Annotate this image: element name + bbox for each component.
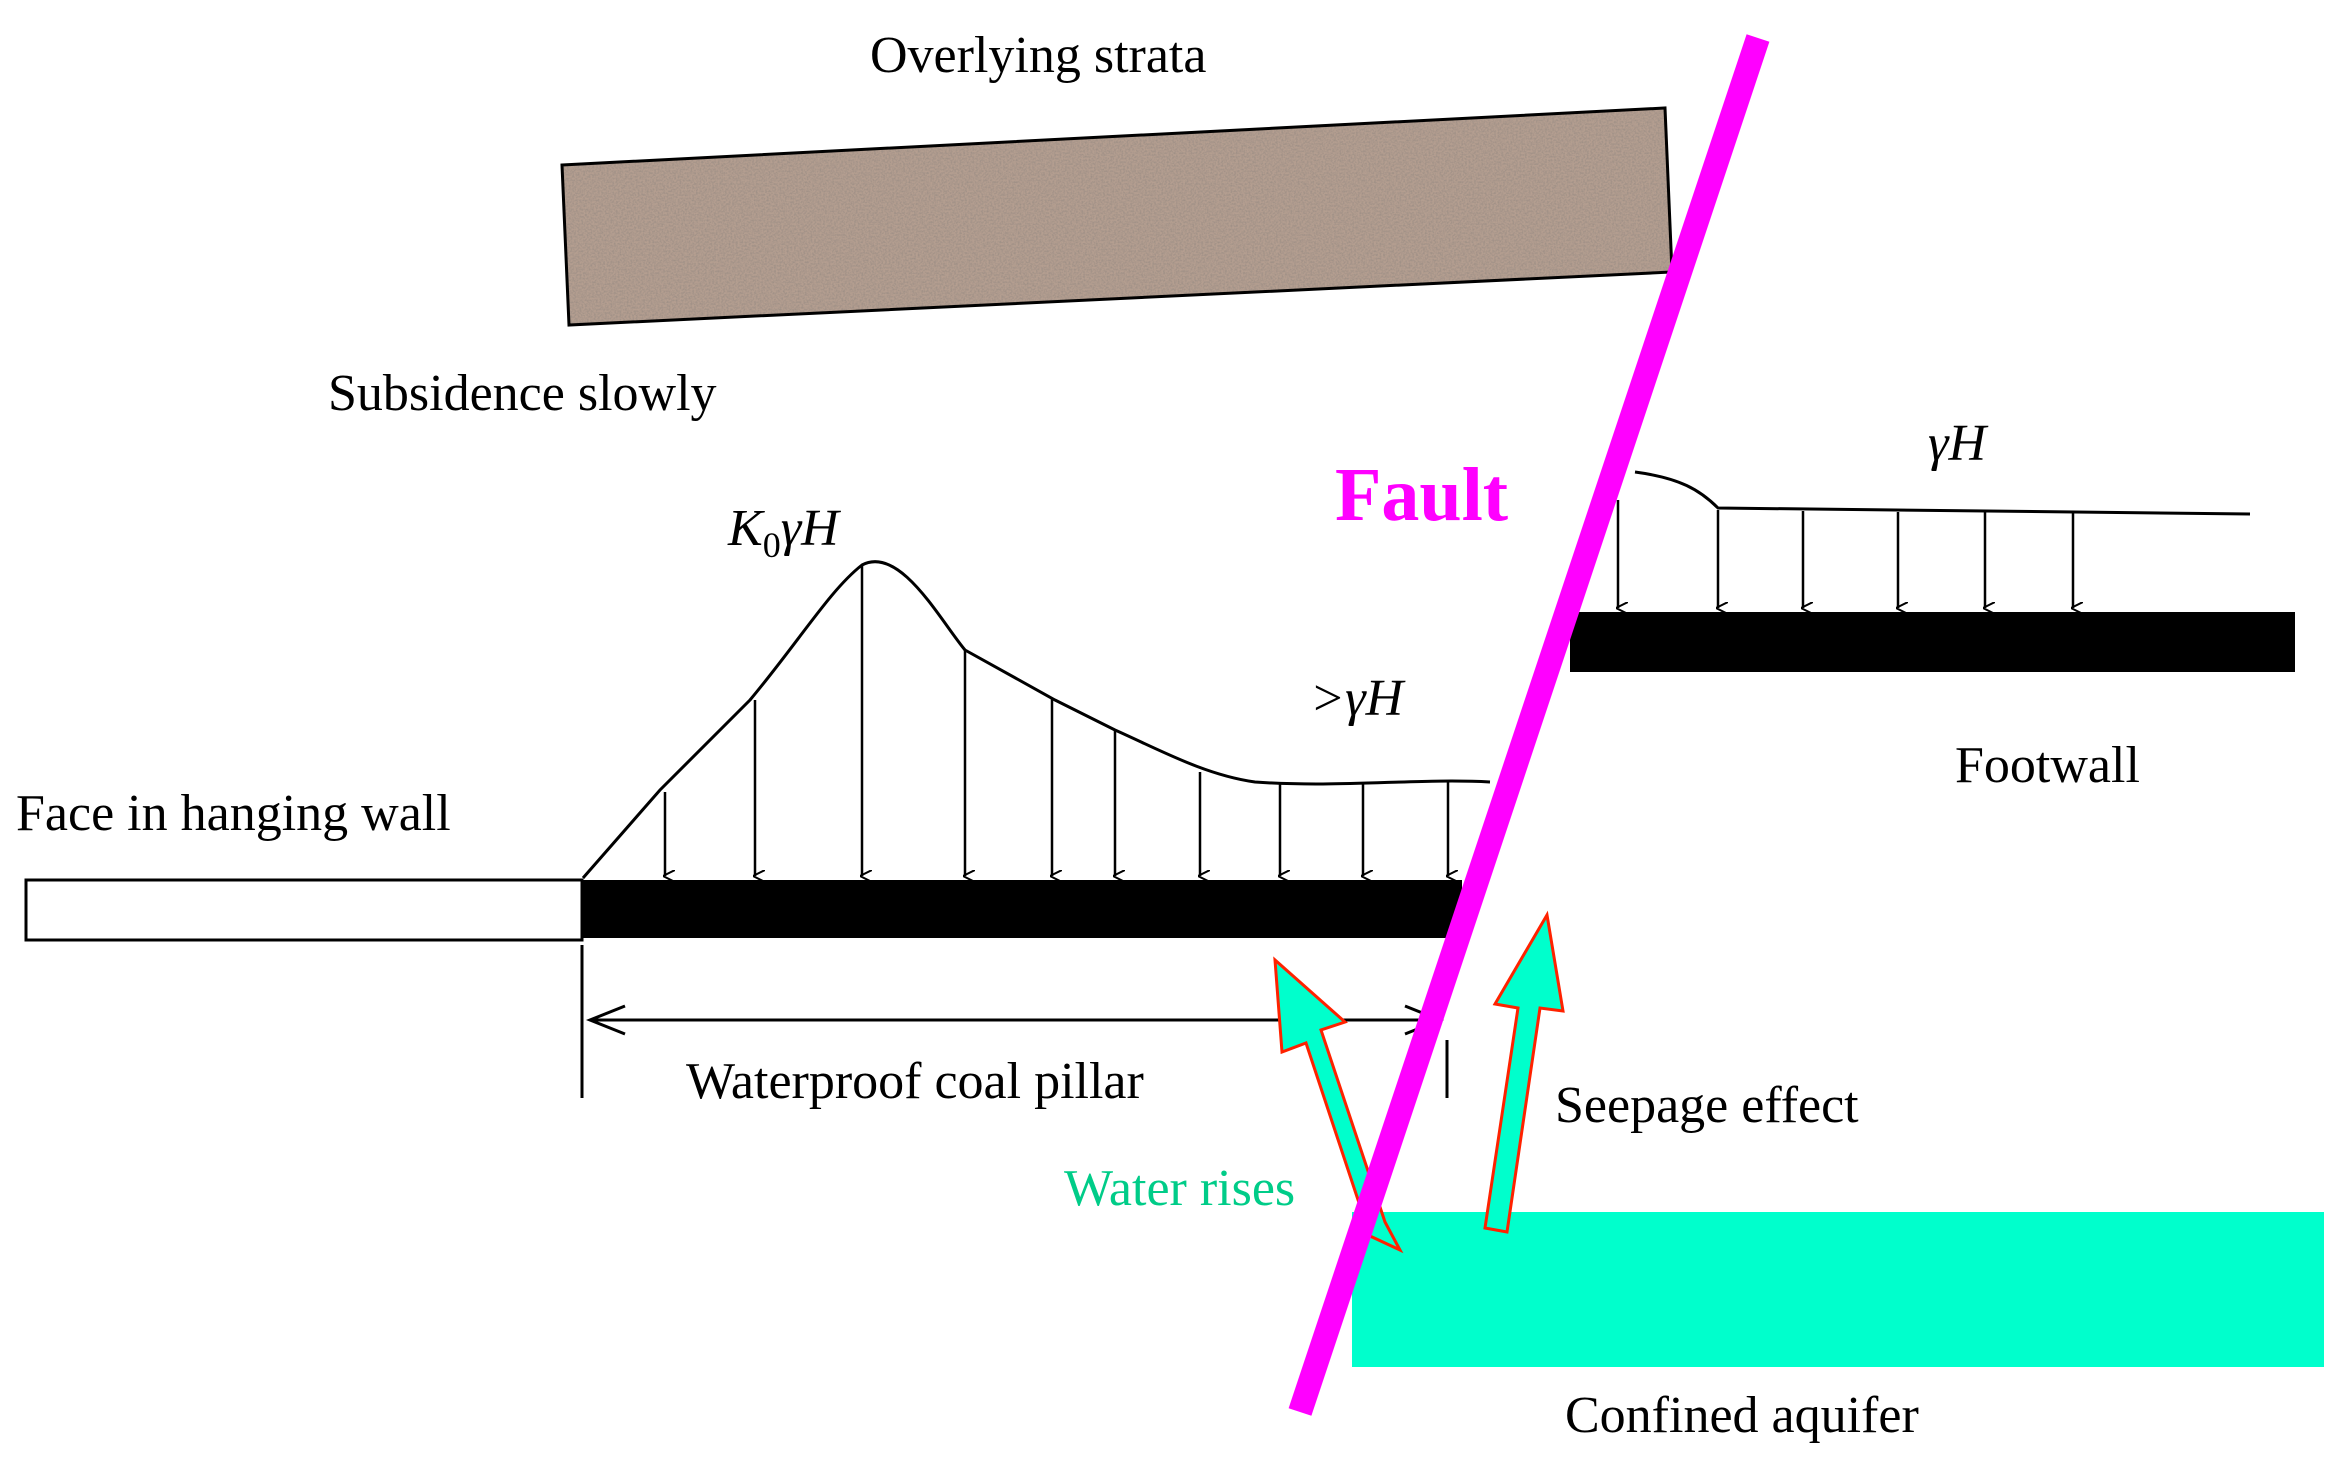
label-fault: Fault: [1335, 453, 1508, 537]
abutment-stress-curve: [581, 560, 1491, 879]
k0-rest: γH: [781, 500, 841, 557]
fault-line: [1288, 34, 1770, 1416]
hanging-wall-stress-arrows: [665, 565, 1448, 876]
overlying-strata-block: [560, 106, 1674, 327]
label-water-rises: Water rises: [1064, 1160, 1295, 1217]
hanging-wall-face: [24, 878, 584, 942]
label-gt-gamma-h: >γH: [1310, 670, 1406, 727]
label-face-in-hanging-wall: Face in hanging wall: [16, 785, 451, 842]
hanging-wall-coal-seam: [582, 880, 1462, 938]
label-overlying-strata: Overlying strata: [870, 27, 1206, 84]
label-subsidence-slowly: Subsidence slowly: [328, 365, 717, 422]
label-k0-gamma-h: K0γH: [727, 500, 841, 565]
k0-sub: 0: [763, 525, 781, 565]
seepage-arrow: [1483, 910, 1565, 1234]
footwall-coal-seam: [1570, 612, 2295, 672]
label-footwall: Footwall: [1955, 737, 2140, 794]
footwall-stress-arrows: [1618, 500, 2073, 608]
label-confined-aquifer: Confined aquifer: [1565, 1387, 1919, 1444]
k0-k: K: [727, 500, 765, 557]
label-seepage-effect: Seepage effect: [1555, 1077, 1859, 1134]
confined-aquifer-layer: [1352, 1212, 2324, 1367]
label-waterproof-coal-pillar: Waterproof coal pillar: [686, 1053, 1144, 1110]
label-gamma-h: γH: [1928, 415, 1988, 472]
footwall-stress-curve: [1634, 470, 2251, 516]
